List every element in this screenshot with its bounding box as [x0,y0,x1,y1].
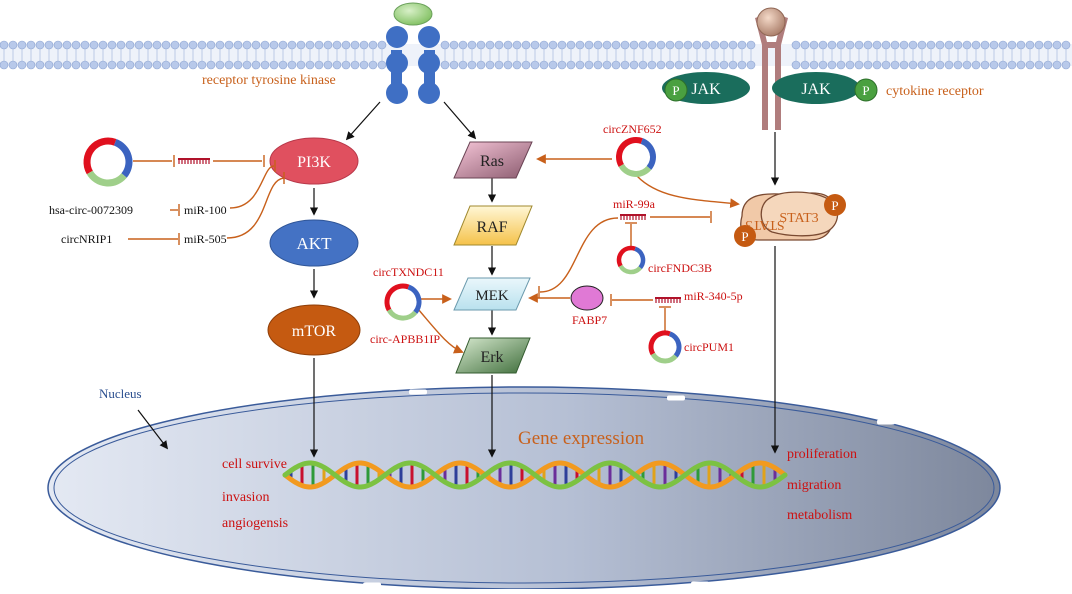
erk-node: Erk [455,337,531,374]
outcome-proliferation: proliferation [787,447,857,462]
pi3k-regulators: hsa-circ-0072309 miR-100 circNRIP1 miR-5… [49,203,227,246]
pi3k-node: PI3K [269,137,359,185]
mtor-node: mTOR [267,304,361,356]
dna-helix [282,460,788,490]
mir-99a-label: miR-99a [613,197,656,211]
circrna-fndc3b [616,245,646,275]
cytokine-receptor: JAK JAK P P cytokine receptor [662,7,984,130]
circ-pum1-label: circPUM1 [684,340,734,354]
regulation-lines [128,154,740,354]
outcome-migration: migration [787,478,841,493]
fabp7-node [570,285,604,311]
svg-text:RAF: RAF [476,219,507,236]
jak-right-label: JAK [801,81,831,98]
receptor-tyrosine-kinase: receptor tyrosine kinase [202,2,440,104]
fabp7-label: FABP7 [572,313,607,327]
outcome-invasion: invasion [222,490,269,505]
stat3-p-top: P [831,198,838,213]
circ-hsa-0072309-label: hsa-circ-0072309 [49,203,133,217]
svg-text:PI3K: PI3K [297,154,331,171]
svg-text:MEK: MEK [475,288,509,304]
stat3-back-label: STAT3 [745,217,784,232]
mir-505-label: miR-505 [184,232,227,246]
outcome-angiogensis: angiogensis [222,516,288,531]
mirna-marker-340 [655,297,681,303]
svg-text:Ras: Ras [480,153,504,170]
raf-node: RAF [453,205,533,246]
circ-nrip1-label: circNRIP1 [61,232,112,246]
mir-340-label: miR-340-5p [684,289,743,303]
stat3-p-left: P [741,229,748,244]
jak-left-label: JAK [691,81,721,98]
circrna-rings [83,136,682,364]
circ-znf652-label: circZNF652 [603,122,662,136]
nuclear-pores [79,389,953,588]
mek-node: MEK [453,277,531,311]
svg-text:mTOR: mTOR [292,323,336,340]
mirna-markers [178,158,681,303]
akt-node: AKT [269,219,359,267]
svg-text:AKT: AKT [297,234,333,253]
mirna-marker-top [178,158,210,164]
circrna-txndc11 [384,283,422,321]
stat3-dimer: STAT3 STAT3 P P [734,191,846,247]
phospho-right-label: P [862,83,869,98]
nucleus-label: Nucleus [99,386,142,401]
outcome-metabolism: metabolism [787,508,852,523]
svg-text:Erk: Erk [480,349,503,366]
ras-node: Ras [453,141,533,179]
nucleus: Nucleus Gene expression cell survive inv… [47,386,1001,590]
circ-txndc11-label: circTXNDC11 [373,265,444,279]
phospho-left-label: P [672,83,679,98]
gene-expression-label: Gene expression [518,428,645,449]
outcome-cell-survive: cell survive [222,457,287,472]
circ-fndc3b-label: circFNDC3B [648,261,712,275]
cell-membrane [0,40,1072,70]
circrna-pi3k-regulator [83,137,133,187]
cytokine-receptor-label: cytokine receptor [886,84,984,99]
stat3-front-label: STAT3 [779,211,818,226]
circrna-znf652 [616,136,656,177]
mir-100-label: miR-100 [184,203,227,217]
mirna-marker-99a [620,214,646,220]
signal-arrows [309,101,780,458]
circ-apbb1ip-label: circ-APBB1IP [370,332,440,346]
rtk-label: receptor tyrosine kinase [202,73,336,88]
circrna-pum1 [648,330,682,364]
mapk-regulators: circZNF652 miR-99a circFNDC3B circTXNDC1… [370,122,743,354]
